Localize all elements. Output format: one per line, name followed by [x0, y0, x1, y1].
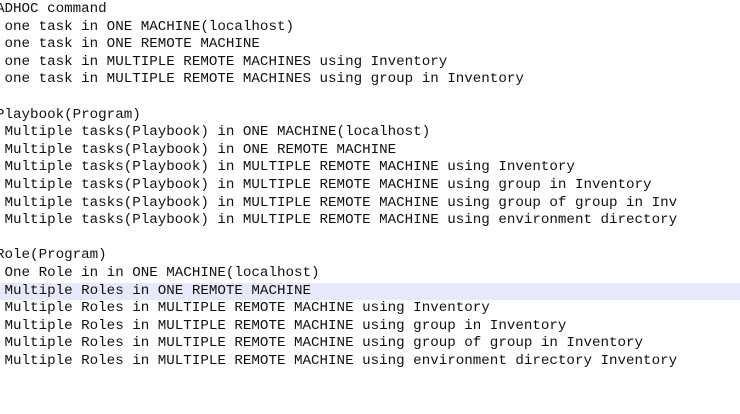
line-text: Multiple tasks(Playbook) in ONE REMOTE M…	[0, 141, 397, 158]
line-text: Multiple Roles in ONE REMOTE MACHINE	[0, 282, 312, 299]
editor-line-6[interactable]	[0, 89, 740, 107]
line-text: Multiple tasks(Playbook) in MULTIPLE REM…	[0, 159, 575, 176]
line-text: Multiple tasks(Playbook) in MULTIPLE REM…	[0, 194, 678, 211]
line-text: Multiple Roles in MULTIPLE REMOTE MACHIN…	[0, 317, 567, 334]
editor-line-19[interactable]: Multiple Roles in MULTIPLE REMOTE MACHIN…	[0, 318, 740, 336]
line-text: Playbook(Program)	[0, 106, 141, 123]
line-text: one task in ONE MACHINE(localhost)	[0, 18, 295, 35]
line-text: Multiple tasks(Playbook) in ONE MACHINE(…	[0, 124, 431, 141]
editor-line-18[interactable]: Multiple Roles in MULTIPLE REMOTE MACHIN…	[0, 300, 740, 318]
editor-line-17-current[interactable]: Multiple Roles in ONE REMOTE MACHINE	[0, 282, 740, 301]
line-text: one task in MULTIPLE REMOTE MACHINES usi…	[0, 71, 524, 88]
editor-line-11[interactable]: Multiple tasks(Playbook) in MULTIPLE REM…	[0, 177, 740, 195]
editor-line-20[interactable]: Multiple Roles in MULTIPLE REMOTE MACHIN…	[0, 335, 740, 353]
editor-line-14[interactable]	[0, 230, 740, 248]
line-text: Multiple Roles in MULTIPLE REMOTE MACHIN…	[0, 352, 678, 369]
editor-line-13[interactable]: Multiple tasks(Playbook) in MULTIPLE REM…	[0, 212, 740, 230]
editor-line-16[interactable]: One Role in in ONE MACHINE(localhost)	[0, 265, 740, 283]
line-text: Role(Program)	[0, 247, 107, 264]
editor-line-12[interactable]: Multiple tasks(Playbook) in MULTIPLE REM…	[0, 195, 740, 213]
line-text: one task in MULTIPLE REMOTE MACHINES usi…	[0, 53, 448, 70]
line-text: Multiple Roles in MULTIPLE REMOTE MACHIN…	[0, 335, 644, 352]
line-text: ADHOC command	[0, 1, 107, 17]
editor-line-8[interactable]: Multiple tasks(Playbook) in ONE MACHINE(…	[0, 124, 740, 142]
editor-line-3[interactable]: one task in ONE REMOTE MACHINE	[0, 36, 740, 54]
editor-line-10[interactable]: Multiple tasks(Playbook) in MULTIPLE REM…	[0, 159, 740, 177]
line-text: Multiple tasks(Playbook) in MULTIPLE REM…	[0, 176, 652, 193]
editor-line-5[interactable]: one task in MULTIPLE REMOTE MACHINES usi…	[0, 71, 740, 89]
line-text: Multiple tasks(Playbook) in MULTIPLE REM…	[0, 212, 678, 229]
editor-line-1[interactable]: ADHOC command	[0, 1, 740, 19]
line-text: One Role in in ONE MACHINE(localhost)	[0, 264, 320, 281]
editor-line-7[interactable]: Playbook(Program)	[0, 107, 740, 125]
editor-line-15[interactable]: Role(Program)	[0, 247, 740, 265]
editor-line-9[interactable]: Multiple tasks(Playbook) in ONE REMOTE M…	[0, 142, 740, 160]
editor-line-4[interactable]: one task in MULTIPLE REMOTE MACHINES usi…	[0, 54, 740, 72]
line-text: Multiple Roles in MULTIPLE REMOTE MACHIN…	[0, 300, 490, 317]
line-text: one task in ONE REMOTE MACHINE	[0, 36, 260, 53]
editor-line-2[interactable]: one task in ONE MACHINE(localhost)	[0, 19, 740, 37]
editor-line-21[interactable]: Multiple Roles in MULTIPLE REMOTE MACHIN…	[0, 353, 740, 371]
